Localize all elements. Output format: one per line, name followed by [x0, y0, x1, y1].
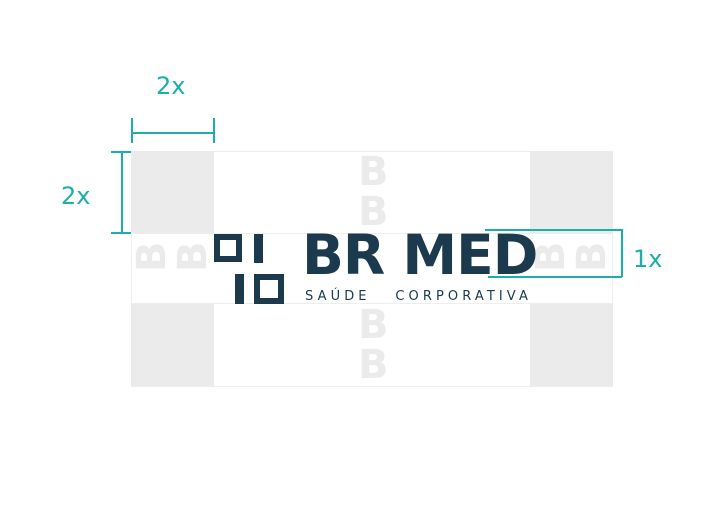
left-measure-tick — [111, 151, 131, 153]
corner-bottom-left — [131, 304, 214, 386]
left-measure-tick — [111, 232, 131, 234]
logo-square — [214, 234, 242, 262]
right-measure-bottom-line — [488, 276, 622, 278]
ghost-b: B — [358, 342, 389, 388]
left-measure-line — [121, 151, 123, 233]
logo-bar — [235, 274, 244, 304]
logo-band — [131, 233, 613, 304]
corner-bottom-right — [530, 304, 613, 386]
top-measure-tick — [131, 118, 133, 143]
right-measure-label: 1x — [633, 245, 663, 273]
top-measure-line — [131, 132, 214, 134]
top-measure-tick — [213, 118, 215, 143]
ghost-b: B — [129, 241, 175, 273]
logo-bar — [254, 234, 263, 263]
brand-tagline: SAÚDE CORPORATIVA — [305, 289, 532, 304]
ghost-b: B — [358, 189, 389, 235]
ghost-b: B — [358, 149, 389, 195]
right-measure-line — [621, 229, 623, 277]
brand-name: BR MED — [302, 223, 538, 287]
logo-square — [254, 274, 284, 304]
top-measure-label: 2x — [156, 72, 186, 100]
corner-top-left — [131, 151, 214, 233]
ghost-b: B — [569, 241, 615, 273]
right-measure-top-line — [485, 229, 622, 231]
corner-top-right — [530, 151, 613, 233]
left-measure-label: 2x — [61, 182, 91, 210]
ghost-b: B — [358, 302, 389, 348]
ghost-b: B — [170, 241, 216, 273]
